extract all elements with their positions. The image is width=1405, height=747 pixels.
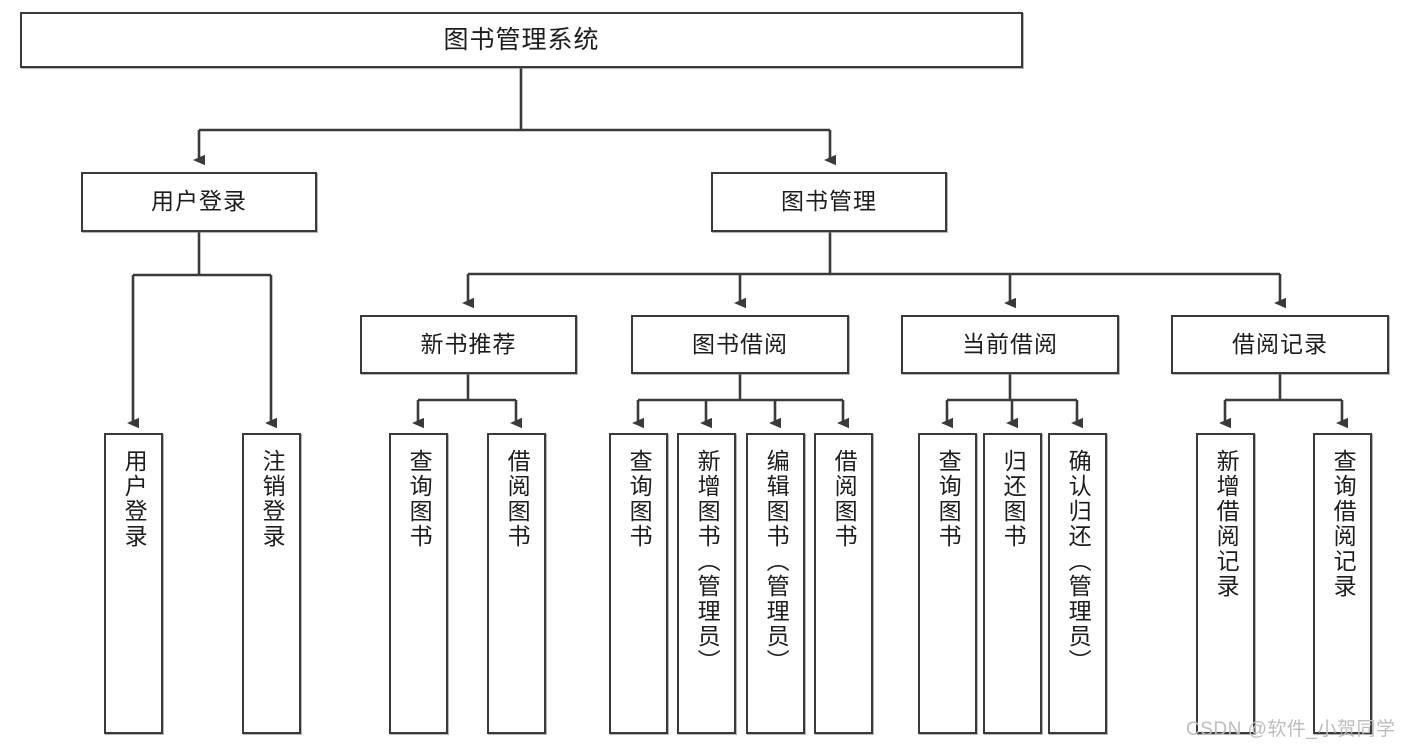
node-leaf-return-book[interactable]: 归还图书 xyxy=(983,433,1042,734)
node-book-borrow[interactable]: 图书借阅 xyxy=(631,315,849,374)
node-root-system[interactable]: 图书管理系统 xyxy=(20,12,1023,68)
node-label: 编辑图书（管理员） xyxy=(763,449,790,674)
node-user-login[interactable]: 用户登录 xyxy=(81,172,317,232)
node-label: 图书管理系统 xyxy=(443,26,600,54)
node-label: 查询借阅记录 xyxy=(1330,449,1357,599)
node-leaf-add-book[interactable]: 新增图书（管理员） xyxy=(677,433,736,734)
node-label: 图书管理 xyxy=(781,188,877,215)
node-leaf-add-borrow-record[interactable]: 新增借阅记录 xyxy=(1196,433,1255,734)
node-leaf-query-borrow-record[interactable]: 查询借阅记录 xyxy=(1313,433,1372,734)
node-label: 新增借阅记录 xyxy=(1213,449,1240,599)
node-label: 查询图书 xyxy=(406,449,433,549)
node-label: 用户登录 xyxy=(121,449,148,549)
node-new-book-recommend[interactable]: 新书推荐 xyxy=(360,315,577,374)
node-label: 当前借阅 xyxy=(962,330,1058,357)
node-label: 借阅记录 xyxy=(1232,330,1328,357)
node-label: 查询图书 xyxy=(626,449,653,549)
node-label: 借阅图书 xyxy=(504,449,531,549)
csdn-watermark: CSDN @软件_小贺同学 xyxy=(1186,719,1396,740)
node-label: 新书推荐 xyxy=(420,330,517,357)
node-label: 确认归还（管理员） xyxy=(1065,449,1092,674)
node-label: 用户登录 xyxy=(151,188,247,215)
node-current-borrow[interactable]: 当前借阅 xyxy=(901,315,1119,374)
node-leaf-query-book-borrow[interactable]: 查询图书 xyxy=(609,433,668,734)
node-label: 注销登录 xyxy=(259,449,286,549)
node-leaf-query-book-recommend[interactable]: 查询图书 xyxy=(389,433,448,734)
node-leaf-borrow-book[interactable]: 借阅图书 xyxy=(814,433,873,734)
node-leaf-user-login[interactable]: 用户登录 xyxy=(104,433,163,734)
node-leaf-query-book-current[interactable]: 查询图书 xyxy=(918,433,977,734)
node-label: 图书借阅 xyxy=(692,330,788,357)
node-leaf-logout-login[interactable]: 注销登录 xyxy=(242,433,301,734)
node-leaf-borrow-book-recommend[interactable]: 借阅图书 xyxy=(487,433,546,734)
node-label: 借阅图书 xyxy=(831,449,858,549)
node-book-manage[interactable]: 图书管理 xyxy=(711,172,947,232)
node-label: 归还图书 xyxy=(1000,449,1027,549)
node-label: 新增图书（管理员） xyxy=(694,449,721,674)
node-borrow-record[interactable]: 借阅记录 xyxy=(1171,315,1389,374)
node-leaf-edit-book[interactable]: 编辑图书（管理员） xyxy=(746,433,805,734)
node-label: 查询图书 xyxy=(935,449,962,549)
node-leaf-confirm-return[interactable]: 确认归还（管理员） xyxy=(1048,433,1107,734)
